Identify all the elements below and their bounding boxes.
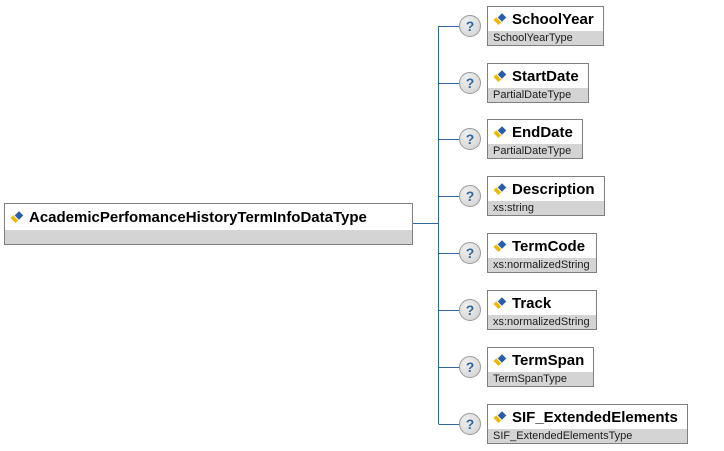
element-type: SchoolYearType	[488, 31, 603, 45]
element-title: Description	[488, 177, 604, 201]
element-node[interactable]: EndDate PartialDateType	[487, 119, 583, 159]
element-type: PartialDateType	[488, 88, 588, 102]
optional-indicator-badge: ?	[459, 72, 481, 94]
element-title: TermSpan	[488, 348, 593, 372]
element-node[interactable]: TermSpan TermSpanType	[487, 347, 595, 387]
question-mark-icon: ?	[465, 359, 475, 375]
element-title: SchoolYear	[488, 7, 603, 31]
element-node[interactable]: SchoolYear SchoolYearType	[487, 6, 604, 46]
child-element-row: ? Track xs:normalizedString	[459, 290, 597, 330]
element-title: TermCode	[488, 234, 596, 258]
child-element-row: ? SIF_ExtendedElements SIF_ExtendedEleme…	[459, 404, 688, 444]
optional-indicator-badge: ?	[459, 15, 481, 37]
optional-indicator-badge: ?	[459, 185, 481, 207]
element-name: TermSpan	[512, 351, 585, 369]
complex-type-subtitle-strip	[5, 230, 412, 244]
element-name: SIF_ExtendedElements	[512, 408, 678, 426]
element-diamond-icon	[10, 210, 24, 224]
optional-indicator-badge: ?	[459, 299, 481, 321]
element-node[interactable]: TermCode xs:normalizedString	[487, 233, 597, 273]
question-mark-icon: ?	[465, 188, 475, 204]
element-name: StartDate	[512, 67, 579, 85]
element-diamond-icon	[493, 296, 507, 310]
element-name: SchoolYear	[512, 10, 594, 28]
element-diamond-icon	[493, 410, 507, 424]
element-diamond-icon	[493, 125, 507, 139]
element-node[interactable]: StartDate PartialDateType	[487, 63, 589, 103]
complex-type-node[interactable]: AcademicPerfomanceHistoryTermInfoDataTyp…	[4, 203, 413, 245]
element-type: xs:normalizedString	[488, 258, 596, 272]
element-type: SIF_ExtendedElementsType	[488, 429, 687, 443]
optional-indicator-badge: ?	[459, 356, 481, 378]
element-type: TermSpanType	[488, 372, 594, 386]
element-diamond-icon	[493, 353, 507, 367]
question-mark-icon: ?	[465, 75, 475, 91]
complex-type-name: AcademicPerfomanceHistoryTermInfoDataTyp…	[29, 208, 367, 226]
child-element-row: ? EndDate PartialDateType	[459, 119, 583, 159]
element-name: Description	[512, 180, 595, 198]
child-element-row: ? TermSpan TermSpanType	[459, 347, 595, 387]
optional-indicator-badge: ?	[459, 413, 481, 435]
element-title: SIF_ExtendedElements	[488, 405, 687, 429]
element-name: Track	[512, 294, 552, 312]
question-mark-icon: ?	[465, 18, 475, 34]
element-diamond-icon	[493, 12, 507, 26]
child-element-row: ? SchoolYear SchoolYearType	[459, 6, 604, 46]
element-node[interactable]: Description xs:string	[487, 176, 605, 216]
element-node[interactable]: Track xs:normalizedString	[487, 290, 597, 330]
element-diamond-icon	[493, 239, 507, 253]
question-mark-icon: ?	[465, 131, 475, 147]
child-element-row: ? Description xs:string	[459, 176, 605, 216]
complex-type-title: AcademicPerfomanceHistoryTermInfoDataTyp…	[5, 204, 412, 230]
element-type: xs:string	[488, 201, 604, 215]
optional-indicator-badge: ?	[459, 242, 481, 264]
question-mark-icon: ?	[465, 302, 475, 318]
element-name: EndDate	[512, 123, 573, 141]
element-node[interactable]: SIF_ExtendedElements SIF_ExtendedElement…	[487, 404, 688, 444]
question-mark-icon: ?	[465, 245, 475, 261]
child-element-row: ? TermCode xs:normalizedString	[459, 233, 597, 273]
element-diamond-icon	[493, 69, 507, 83]
optional-indicator-badge: ?	[459, 128, 481, 150]
element-title: EndDate	[488, 120, 582, 144]
element-title: Track	[488, 291, 596, 315]
question-mark-icon: ?	[465, 416, 475, 432]
element-title: StartDate	[488, 64, 588, 88]
element-type: PartialDateType	[488, 144, 582, 158]
element-diamond-icon	[493, 182, 507, 196]
element-type: xs:normalizedString	[488, 315, 596, 329]
child-element-row: ? StartDate PartialDateType	[459, 63, 589, 103]
element-name: TermCode	[512, 237, 586, 255]
